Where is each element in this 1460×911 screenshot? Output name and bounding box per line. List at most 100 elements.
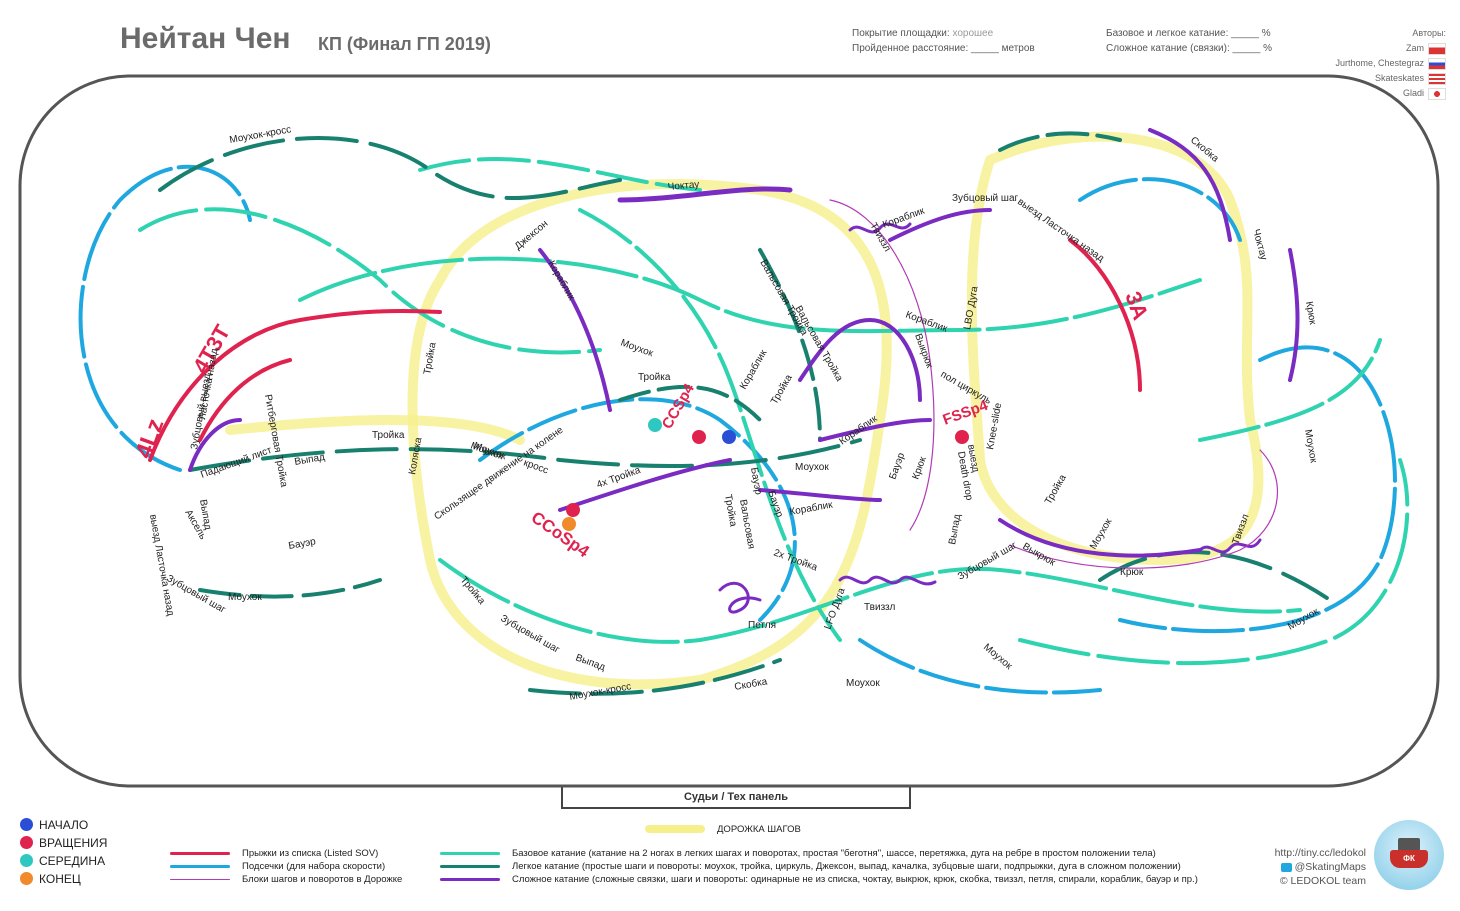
legend-start: НАЧАЛО [20,816,107,834]
element-label: Крюк [910,455,929,481]
approach-path [1078,177,1242,242]
jump-3a-path [1068,238,1142,392]
middle-marker [648,418,662,432]
basic-skating-path [1198,338,1382,442]
element-label: Выпад [294,452,326,468]
legend-spins: ВРАЩЕНИЯ [20,834,107,852]
twizzle-path [1198,538,1262,554]
element-label: Моухок [1088,516,1115,551]
element-label: Падающий лист [199,445,273,481]
icebreaker-deck-icon [1398,838,1420,851]
twizzle-path [838,575,937,586]
position-markers [562,418,969,531]
complex-skating-path [818,418,932,442]
element-label: Выпад [574,652,607,673]
step-block-outline [1009,449,1278,569]
element-label: Тройка [422,341,439,375]
jump-label: 4Lz [130,415,169,462]
credits-twitter[interactable]: @SkatingMaps [1275,860,1366,874]
authors-block: Авторы: Zam Jurthome, Chestegraz Skatesk… [1335,26,1446,101]
end-marker [562,517,576,531]
skating-paths [78,128,1410,696]
light-skating-path [1098,550,1332,602]
element-label: Вальсовая Тройка [792,304,844,384]
element-label: Моухок [1302,429,1319,465]
steps-swatch [645,825,705,834]
element-label: Моухок [619,337,655,359]
light-skating-path [158,136,622,200]
element-label: Выпад [197,499,213,531]
element-label: Выпад [947,513,963,545]
light-skating-path [998,131,1122,152]
basic-skating-path [138,207,602,355]
spin-dot-icon [20,836,33,849]
element-label: LBO Дуга [962,285,981,330]
approach-swatch [170,864,230,868]
coverage-value: хорошее [952,28,994,39]
element-label: Вальсовая [737,499,757,550]
basic-swatch [440,851,500,855]
legend-jumps: Прыжки из списка (Listed SOV) [170,848,378,859]
icebreaker-ship-icon [1390,850,1428,868]
legend-light: Легкое катание (простые шаги и повороты:… [440,861,1181,872]
spin-marker [692,430,706,444]
element-label: Твиззл [864,602,896,613]
author-entry: Gladi [1335,86,1446,101]
basic-skating-path [418,157,702,192]
complex-skating-path [1288,248,1300,382]
element-label: выезд [965,444,981,474]
complex-stat: Сложное катание (связки): _____ % [1106,43,1273,54]
legend-approach: Подсечки (для набора скорости) [170,861,385,872]
complex-skating-path [538,248,612,412]
start-dot-icon [20,818,33,831]
twizzle-path [848,222,912,234]
marker-legend: НАЧАЛО ВРАЩЕНИЯ СЕРЕДИНА КОНЕЦ [20,816,107,888]
jump-swatch [170,851,230,855]
element-label: Ритберговая Тройка [262,393,290,488]
element-label: Чоктау [667,179,699,193]
light-skating-path [758,248,822,442]
element-label: Зубцовый шаг [952,192,1019,204]
skater-name: Нейтан Чен [120,22,291,55]
program-title: КП (Финал ГП 2019) [318,34,491,54]
spin-marker [955,430,969,444]
spin-marker [566,503,580,517]
element-label: Петля [748,620,776,631]
complex-skating-path [718,581,762,614]
step-sequence-path [225,415,525,445]
complex-skating-path [758,488,882,502]
end-dot-icon [20,872,33,885]
approach-path [78,164,252,472]
judges-panel: Судьи / Тех панель [561,787,911,809]
author-entry: Jurthome, Chestegraz [1335,56,1446,71]
element-label: Моухок [846,678,880,689]
complex-skating-path [998,518,1202,558]
coverage-label: Покрытие площадки: [852,28,950,39]
spin-label: CCoSp4 [528,508,594,562]
author-entry: Skateskates [1335,71,1446,86]
credits-team: © LEDOKOL team [1279,875,1366,887]
element-label: выезд Ласточка назад [147,514,176,617]
complex-skating-path [188,418,242,472]
element-label: Тройка [638,372,671,383]
credits-url[interactable]: http://tiny.cc/ledokol [1274,847,1366,859]
light-swatch [440,864,500,868]
approach-path [1118,345,1397,634]
basic-skating-path [438,558,1302,644]
light-skating-path [188,438,862,472]
element-label: Моухок [981,642,1014,673]
legend-steps: ДОРОЖКА ШАГОВ [645,824,801,835]
rink-boards [18,74,1440,788]
element-label: Бауэр [748,467,764,496]
element-label: Кораблик [737,347,769,391]
element-label: Крюк [1303,301,1318,326]
complex-skating-path [888,208,992,242]
element-label: Бауэр [288,536,317,552]
light-skating-path [618,384,762,422]
complex-skating-path [798,317,922,402]
basic-skating-path [298,256,1202,334]
block-swatch [170,878,230,880]
legend-basic: Базовое катание (катание на 2 ногах в ле… [440,848,1156,859]
